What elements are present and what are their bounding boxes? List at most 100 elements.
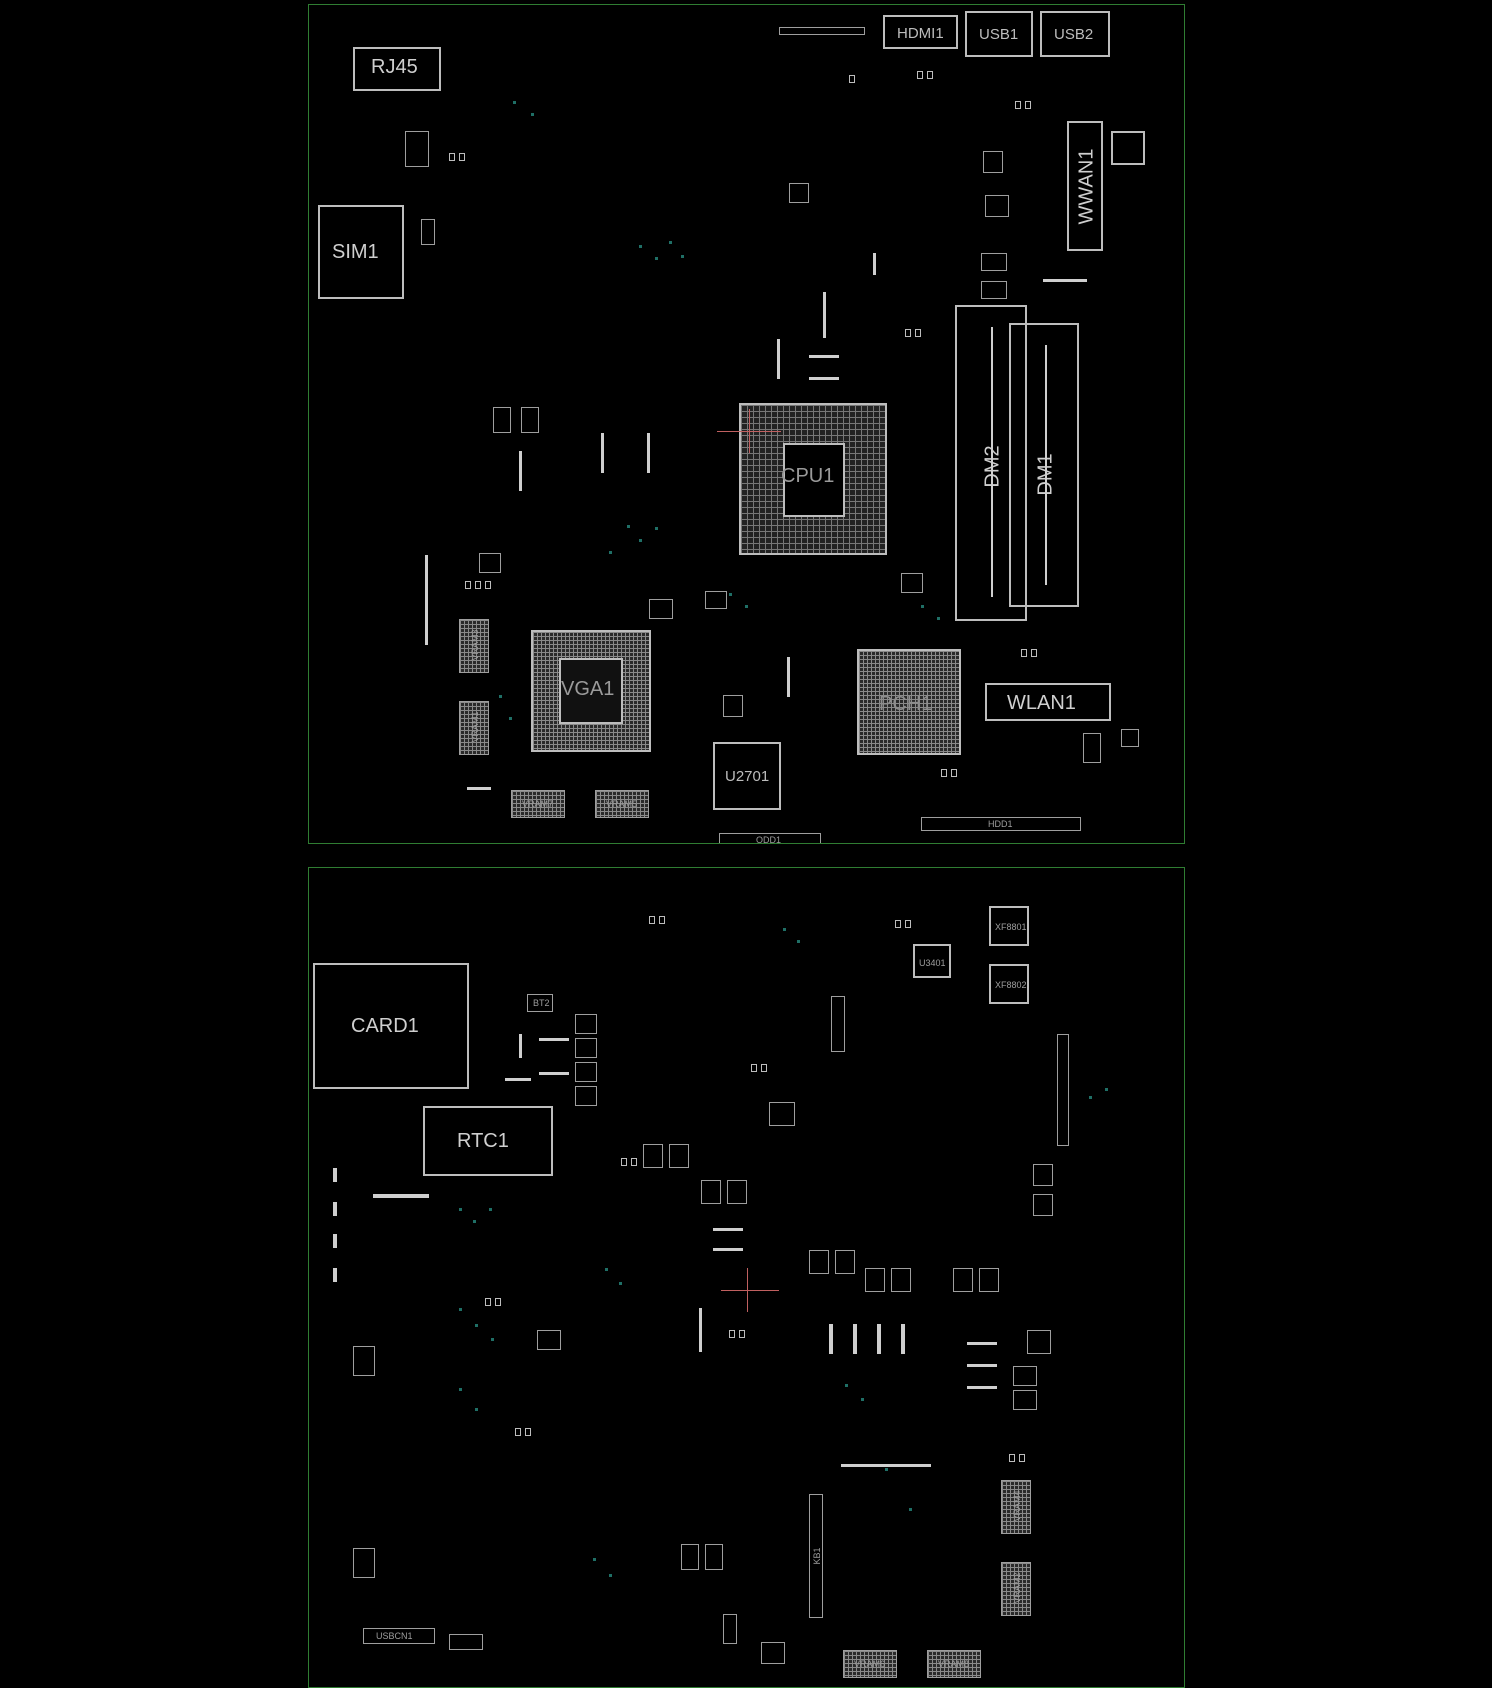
usb1-connector[interactable]: USB1 [965,11,1033,57]
trace [425,555,428,645]
wwan1-slot[interactable]: WWAN1 [1067,121,1103,251]
via [609,551,612,554]
wlan1-slot[interactable]: WLAN1 [985,683,1111,721]
via [499,695,502,698]
kb1-connector[interactable]: KB1 [809,1494,823,1618]
trace [901,1324,905,1354]
trace [519,1034,522,1058]
xf8802-label: XF8802 [995,980,1027,990]
pch1-chip[interactable]: PCH1 [857,649,961,755]
u3401-chip[interactable]: U3401 [913,944,951,978]
small-chip [643,1144,663,1168]
small-chip [649,599,673,619]
trace [873,253,876,275]
pad [729,1330,735,1338]
usb2-connector[interactable]: USB2 [1040,11,1110,57]
cpu1-socket[interactable]: CPU1 [739,403,887,555]
vram7-chip[interactable]: VRAM7 [511,790,565,818]
small-chip [353,1548,375,1578]
via [627,525,630,528]
trace [539,1072,569,1075]
pad [459,153,465,161]
vram8-label: VRAM8 [938,1659,970,1669]
card1-slot[interactable]: CARD1 [313,963,469,1089]
trace [519,451,522,491]
rtc1-battery[interactable]: RTC1 [423,1106,553,1176]
bt2-part[interactable]: BT2 [527,994,553,1012]
via [489,1208,492,1211]
small-chip [669,1144,689,1168]
via [459,1388,462,1391]
trace [713,1228,743,1231]
trace [713,1248,743,1251]
small-chip [1033,1164,1053,1186]
crosshair-bottom-v [747,1268,748,1312]
via [797,940,800,943]
rj45-connector[interactable]: RJ45 [353,47,441,91]
pad [659,916,665,924]
trace [967,1386,997,1389]
trace [809,377,839,380]
vram1-label: VRAM1 [470,711,480,743]
vram3-chip[interactable]: VRAM3 [459,619,489,673]
pad [475,581,481,589]
small-chip [723,1614,737,1644]
vram1-chip[interactable]: VRAM1 [459,701,489,755]
small-chip [575,1038,597,1058]
trace [539,1038,569,1041]
via [783,928,786,931]
usbcn1-connector[interactable]: USBCN1 [363,1628,435,1644]
small-chip [681,1544,699,1570]
via [669,241,672,244]
vram4-chip[interactable]: VRAM4 [1001,1480,1031,1534]
trace [647,433,650,473]
trace [333,1168,337,1182]
usbcn1-label: USBCN1 [376,1631,413,1641]
small-chip [537,1330,561,1350]
u2701-label: U2701 [725,768,770,785]
small-chip [575,1086,597,1106]
small-chip [769,1102,795,1126]
dm2-slot[interactable]: DM2 [955,305,1027,621]
via [861,1398,864,1401]
via [475,1408,478,1411]
vram2-chip[interactable]: VRAM2 [1001,1562,1031,1616]
vram3-label: VRAM3 [470,629,480,661]
small-chip [1121,729,1139,747]
vga1-label: VGA1 [561,678,615,700]
odd1-connector[interactable]: ODD1 [719,833,821,843]
cpu1-core [783,443,845,517]
via [845,1384,848,1387]
dm1-slot[interactable]: DM1 [1009,323,1079,607]
via [729,593,732,596]
via [491,1338,494,1341]
rtc1-label: RTC1 [457,1130,509,1152]
trace [467,787,491,790]
vram8-chip[interactable]: VRAM8 [927,1650,981,1678]
pad [941,769,947,777]
via [909,1508,912,1511]
sim1-slot[interactable]: SIM1 [318,205,404,299]
small-chip [1083,733,1101,763]
hdmi1-label: HDMI1 [897,25,944,42]
xf8802-chip[interactable]: XF8802 [989,964,1029,1004]
u2701-chip[interactable]: U2701 [713,742,781,810]
connector-strip [779,27,865,35]
hdmi1-connector[interactable]: HDMI1 [883,15,958,49]
via [655,527,658,530]
small-chip [1033,1194,1053,1216]
pad [465,581,471,589]
pad [1025,101,1031,109]
xf8801-chip[interactable]: XF8801 [989,906,1029,946]
vram6-chip[interactable]: VRAM6 [843,1650,897,1678]
small-chip [865,1268,885,1292]
via [655,257,658,260]
vram7-label: VRAM7 [522,799,554,809]
vga1-chip[interactable]: VGA1 [531,630,651,752]
vram5-chip[interactable]: VRAM5 [595,790,649,818]
pad [917,71,923,79]
hdd1-connector[interactable]: HDD1 [921,817,1081,831]
vga1-core [559,658,623,724]
pad [927,71,933,79]
via [639,245,642,248]
